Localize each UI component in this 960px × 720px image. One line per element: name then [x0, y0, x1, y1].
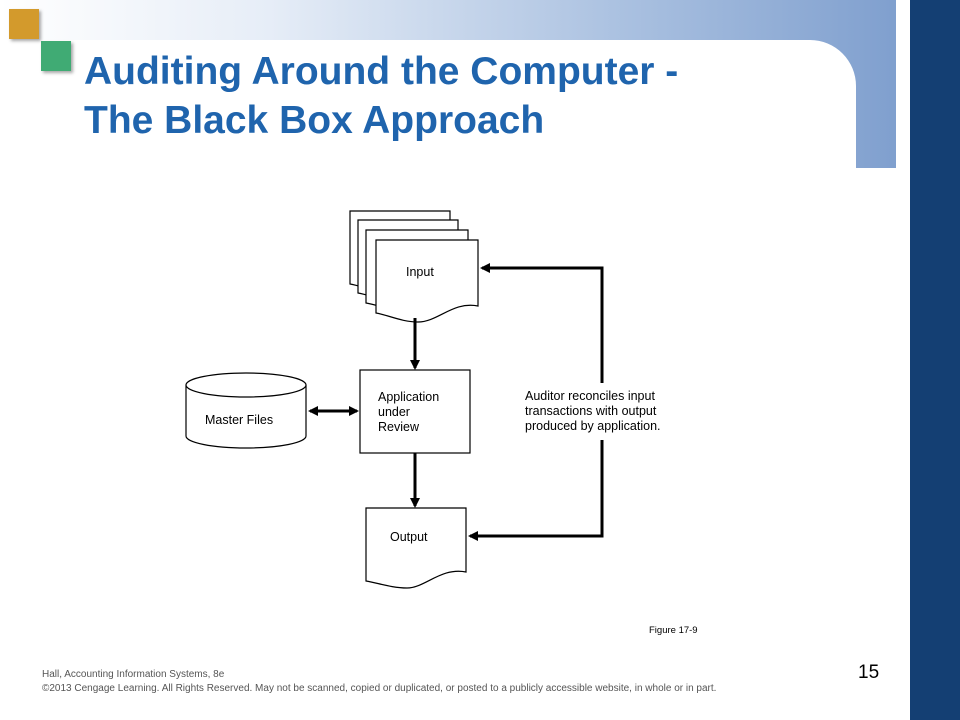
figure-caption: Figure 17-9: [649, 625, 698, 636]
reconcile-line-to-input: [480, 263, 604, 383]
master-files-label: Master Files: [205, 413, 273, 427]
application-box: [359, 369, 471, 454]
input-doc-front: [375, 239, 479, 323]
reconcile-note-line3: produced by application.: [525, 419, 661, 433]
output-document: [365, 507, 467, 589]
page-number: 15: [858, 662, 880, 683]
flow-arrows: [308, 263, 604, 541]
reconcile-note-line2: transactions with output: [525, 404, 657, 418]
input-label: Input: [406, 265, 434, 279]
application-label-line1: Application: [378, 390, 439, 404]
master-files-cylinder: [185, 372, 307, 449]
footer-copyright: ©2013 Cengage Learning. All Rights Reser…: [42, 683, 717, 694]
input-document-stack: [349, 210, 479, 323]
right-white-strip: [896, 0, 910, 720]
black-box-diagram: Input Master Files Application under Rev…: [185, 210, 698, 636]
reconcile-line-to-output: [468, 440, 604, 541]
green-square-decoration: [41, 41, 71, 71]
slide-title: Auditing Around the Computer - The Black…: [84, 47, 824, 145]
header-white-area: [0, 40, 856, 240]
footer-source: Hall, Accounting Information Systems, 8e: [42, 669, 225, 680]
reconcile-note-line1: Auditor reconciles input: [525, 389, 655, 403]
slide-title-line1: Auditing Around the Computer -: [84, 50, 679, 93]
slide-title-line2: The Black Box Approach: [84, 99, 545, 142]
right-navy-bar: [910, 0, 960, 720]
application-label-line2: under: [378, 405, 410, 419]
output-label: Output: [390, 530, 428, 544]
orange-square-decoration: [9, 9, 39, 39]
application-label-line3: Review: [378, 420, 420, 434]
